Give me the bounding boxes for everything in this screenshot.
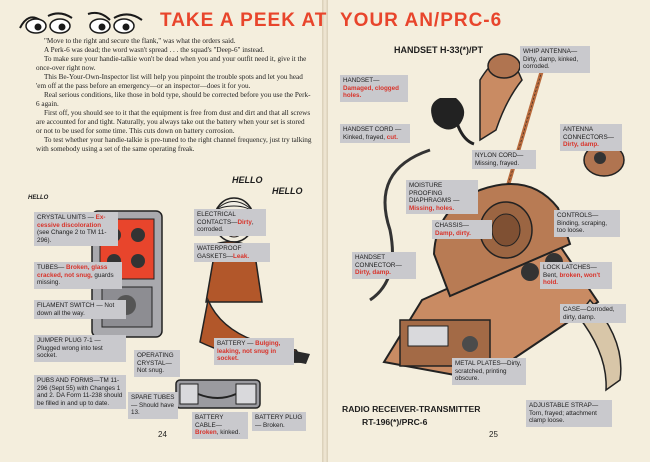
hello-label: HELLO <box>28 195 49 201</box>
tubes-label: TUBES— Broken, glass cracked, not snug, … <box>34 262 122 289</box>
article-body: "Move to the right and secure the flank,… <box>36 37 312 154</box>
left-title: TAKE A PEEK AT <box>160 10 328 31</box>
handset-connector-label: HANDSET CONNECTOR— Dirty, damp. <box>352 252 416 279</box>
nylon-cord-label: NYLON CORD— Missing, frayed. <box>472 150 536 169</box>
electrical-contacts-label: ELECTRICAL CONTACTS—Dirty, corroded. <box>194 209 266 236</box>
paragraph: A Perk-6 was dead; the word wasn't sprea… <box>44 46 265 54</box>
battery-cable-label: BATTERY CABLE— Broken, kinked. <box>192 412 248 439</box>
pubs-and-forms-label: PUBS AND FORMS—TM 11-296 (Sept 55) with … <box>34 375 126 409</box>
battery-illustration <box>175 379 261 409</box>
radio-title: RADIO RECEIVER-TRANSMITTER RT-196(*)/PRC… <box>342 403 480 429</box>
crystal-units-label: CRYSTAL UNITS — Ex-cessive discoloration… <box>34 212 118 246</box>
whip-antenna-label: WHIP ANTENNA— Dirty, damp, kinked, corro… <box>520 46 590 73</box>
jumper-plug-label: JUMPER PLUG 7-1 — Plugged wrong into tes… <box>34 335 126 362</box>
case-label: CASE—Corroded, dirty, damp. <box>560 304 626 323</box>
chassis-label: CHASSIS— Damp, dirty. <box>432 220 492 239</box>
handset-cord-label: HANDSET CORD —Kinked, frayed, cut. <box>340 124 410 143</box>
paragraph: This Be-Your-Own-Inspector list will hel… <box>36 73 303 90</box>
spare-tubes-label: SPARE TUBES— Should have 13. <box>128 392 178 419</box>
radio-title-line: RT-196(*)/PRC-6 <box>362 417 428 427</box>
paragraph: Real serious conditions, like those in b… <box>36 91 311 108</box>
page-number-right: 25 <box>489 430 498 439</box>
right-title: YOUR AN/PRC-6 <box>340 10 503 31</box>
page-gutter <box>322 0 328 462</box>
metal-plates-label: METAL PLATES—Dirty, scratched, printing … <box>452 358 526 385</box>
operating-crystal-label: OPERATING CRYSTAL— Not snug. <box>134 350 180 377</box>
battery-plug-label: BATTERY PLUG— Broken. <box>252 412 306 431</box>
peeking-eyes-illustration <box>19 11 143 34</box>
controls-label: CONTROLS— Binding, scraping, too loose. <box>554 210 620 237</box>
waterproof-gaskets-label: WATERPROOF GASKETS—Leak. <box>194 243 270 262</box>
paragraph: To test whether your handie-talkie is pr… <box>36 136 312 153</box>
hello-label: HELLO <box>272 186 303 196</box>
handset-title: HANDSET H-33(*)/PT <box>394 45 484 55</box>
paragraph: First off, you should see to it that the… <box>36 109 311 135</box>
page-number-left: 24 <box>158 430 167 439</box>
hello-label: HELLO <box>232 175 263 185</box>
paragraph: "Move to the right and secure the flank,… <box>44 37 236 45</box>
paragraph: To make sure your handie-talkie won't be… <box>36 55 307 72</box>
filament-switch-label: FILAMENT SWITCH — Not down all the way. <box>34 300 126 319</box>
antenna-connectors-label: ANTENNA CONNECTORS— Dirty, damp. <box>560 124 622 151</box>
lock-latches-label: LOCK LATCHES— Bent, broken, won't hold. <box>540 262 612 289</box>
radio-title-line: RADIO RECEIVER-TRANSMITTER <box>342 404 481 414</box>
adjustable-strap-label: ADJUSTABLE STRAP— Torn, frayed; attachme… <box>526 400 612 427</box>
moisture-diaphragms-label: MOISTURE PROOFING DIAPHRAGMS — Missing, … <box>406 180 478 214</box>
battery-label: BATTERY — Bulging, leaking, not snug in … <box>214 338 294 365</box>
handset-label: HANDSET— Damaged, clogged holes. <box>340 75 408 102</box>
